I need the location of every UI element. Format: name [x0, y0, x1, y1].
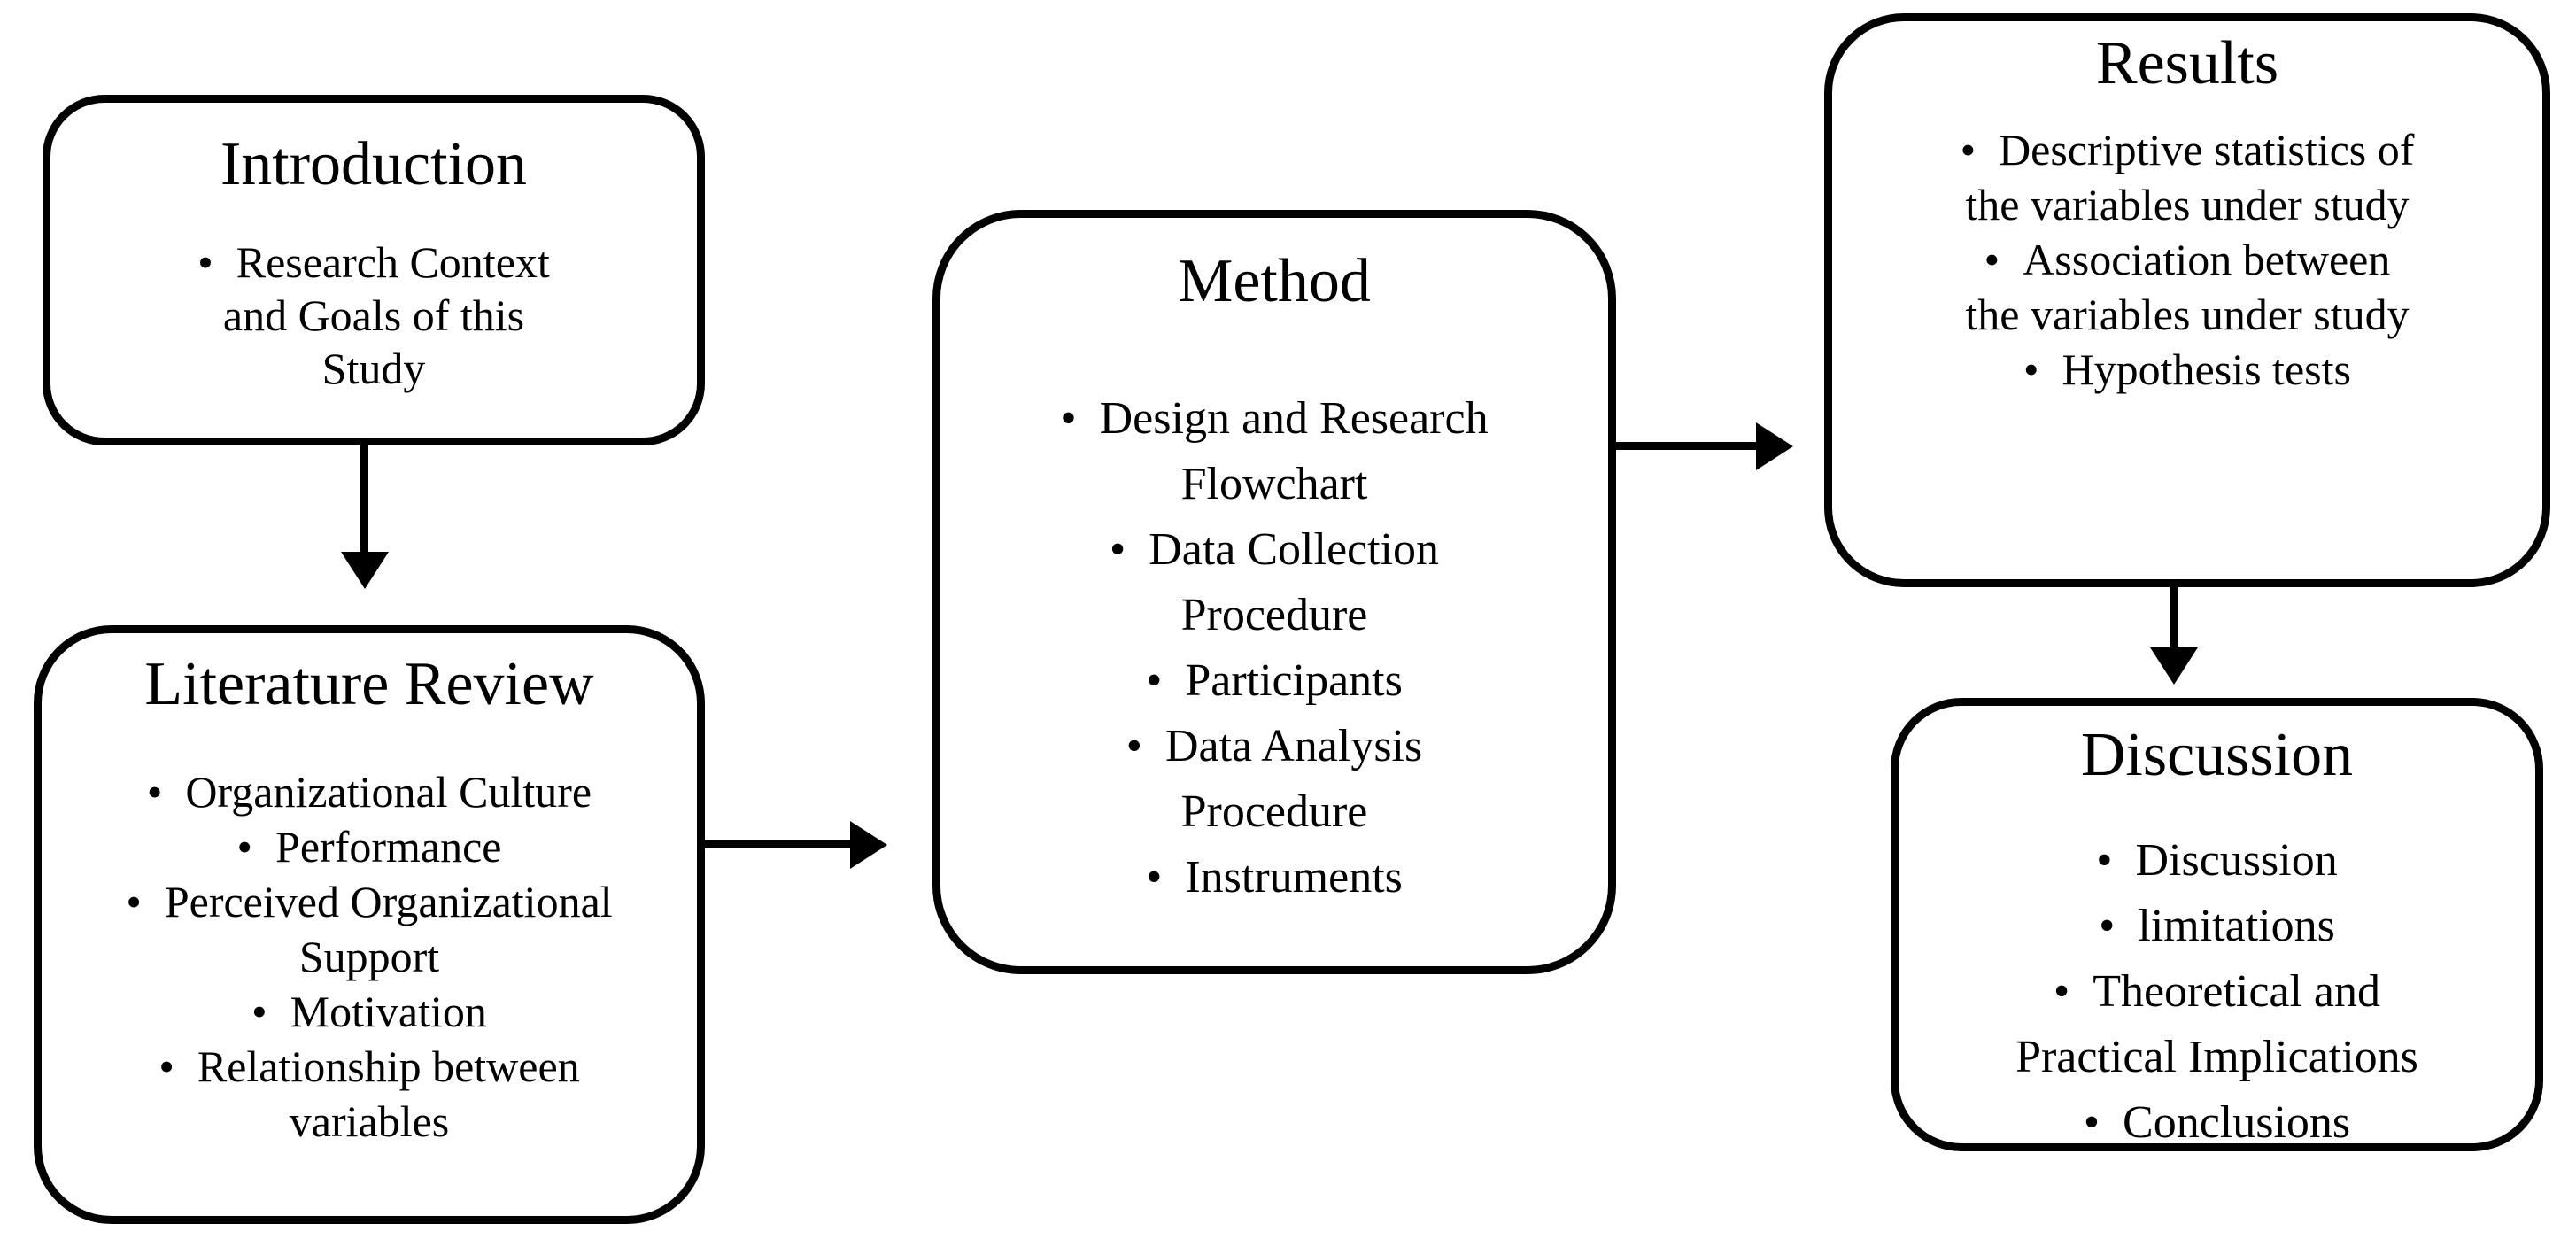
- box-title-literature-review: Literature Review: [144, 650, 594, 718]
- bullet-item: • Perceived Organizational Support: [86, 874, 653, 984]
- bullet-text: Hypothesis tests: [2062, 345, 2351, 394]
- bullet-text: Motivation: [290, 987, 487, 1036]
- box-method: Method •Design and Research Flowchart•Da…: [932, 210, 1616, 974]
- bullet-item: • limitations: [1983, 894, 2452, 959]
- bullet-text: Data Collection Procedure: [1149, 524, 1439, 640]
- bullet-marker: •: [1126, 721, 1142, 771]
- bullet-item: • Discussion: [1983, 828, 2452, 894]
- bullet-marker: •: [2023, 345, 2039, 394]
- bullet-marker: •: [159, 1042, 174, 1091]
- bullet-text: Design and Research Flowchart: [1099, 393, 1489, 509]
- bullet-item: •Descriptive statistics of the variables…: [1957, 122, 2417, 232]
- bullet-item: • Participants: [1035, 648, 1513, 714]
- box-title-results: Results: [2095, 29, 2279, 97]
- bullet-marker: •: [2099, 901, 2116, 951]
- arrow-shaft: [705, 840, 852, 848]
- box-title-method: Method: [1178, 247, 1371, 315]
- arrowhead-down-icon: [2150, 647, 2198, 685]
- bullet-marker: •: [2083, 1097, 2100, 1148]
- bullet-list-discussion: •Discussion•limitations•Theoretical and …: [1899, 828, 2535, 1156]
- bullet-marker: •: [2096, 835, 2113, 886]
- bullet-text: Association between the variables under …: [1965, 235, 2410, 339]
- arrow-shaft: [2170, 587, 2178, 649]
- bullet-text: Performance: [275, 822, 502, 871]
- arrowhead-right-icon: [850, 821, 887, 869]
- bullet-marker: •: [126, 877, 142, 926]
- bullet-text: limitations: [2138, 901, 2335, 951]
- bullet-marker: •: [146, 767, 163, 817]
- bullet-marker: •: [1146, 655, 1163, 706]
- bullet-text: Conclusions: [2123, 1097, 2351, 1148]
- bullet-marker: •: [1146, 852, 1163, 902]
- bullet-text: Participants: [1185, 655, 1403, 706]
- bullet-text: Research Context and Goals of this Study: [222, 237, 550, 393]
- bullet-marker: •: [2053, 966, 2070, 1017]
- bullet-text: Organizational Culture: [185, 767, 592, 817]
- bullet-item: • Organizational Culture: [86, 764, 653, 819]
- box-discussion: Discussion •Discussion•limitations•Theor…: [1891, 698, 2543, 1151]
- bullet-item: • Data Analysis Procedure: [1035, 714, 1513, 845]
- arrow-shaft: [360, 445, 368, 554]
- bullet-list-literature-review: • Organizational Culture • Performance • Perc…: [42, 764, 697, 1149]
- box-introduction: Introduction •Research Context and Goals…: [43, 95, 705, 445]
- bullet-item: • Conclusions: [1983, 1090, 2452, 1156]
- bullet-item: • Performance: [86, 819, 653, 874]
- arrow-shaft: [1616, 442, 1758, 450]
- bullet-list-method: • Design and Research Flowchart • Data Coll…: [940, 386, 1608, 910]
- bullet-text: Instruments: [1185, 852, 1403, 902]
- box-literature-review: Literature Review • Organizational Cultur…: [34, 625, 705, 1224]
- bullet-item: •Research Context and Goals of this Stud…: [170, 236, 577, 395]
- bullet-item: •Association between the variables under…: [1957, 232, 2417, 342]
- bullet-item: • Instruments: [1035, 845, 1513, 910]
- bullet-item: •Theoretical and Practical Implications: [1983, 959, 2452, 1090]
- bullet-marker: •: [236, 822, 253, 871]
- arrowhead-right-icon: [1756, 422, 1793, 470]
- bullet-text: Theoretical and Practical Implications: [2015, 966, 2418, 1082]
- bullet-item: • Relationship between variables: [86, 1039, 653, 1149]
- bullet-item: • Hypothesis tests: [1957, 342, 2417, 397]
- bullet-item: • Design and Research Flowchart: [1035, 386, 1513, 517]
- bullet-marker: •: [1109, 524, 1126, 575]
- bullet-text: Data Analysis Procedure: [1164, 721, 1423, 837]
- bullet-marker: •: [1060, 393, 1077, 444]
- bullet-marker: •: [1960, 125, 1976, 174]
- bullet-marker: •: [251, 987, 267, 1036]
- bullet-text: Descriptive statistics of the variables …: [1965, 125, 2415, 229]
- bullet-text: Perceived Organizational Support: [164, 877, 613, 981]
- bullet-marker: •: [1984, 235, 2000, 284]
- bullet-list-results: •Descriptive statistics of the variables…: [1832, 122, 2542, 397]
- bullet-item: • Data Collection Procedure: [1035, 517, 1513, 648]
- box-title-discussion: Discussion: [2080, 721, 2354, 789]
- bullet-item: • Motivation: [86, 984, 653, 1039]
- bullet-marker: •: [197, 237, 213, 287]
- box-title-introduction: Introduction: [220, 130, 528, 198]
- arrowhead-down-icon: [341, 552, 389, 589]
- bullet-text: Relationship between variables: [197, 1042, 580, 1146]
- bullet-text: Discussion: [2135, 835, 2338, 886]
- bullet-list-introduction: •Research Context and Goals of this Stud…: [50, 236, 697, 395]
- box-results: Results •Descriptive statistics of the v…: [1824, 13, 2550, 587]
